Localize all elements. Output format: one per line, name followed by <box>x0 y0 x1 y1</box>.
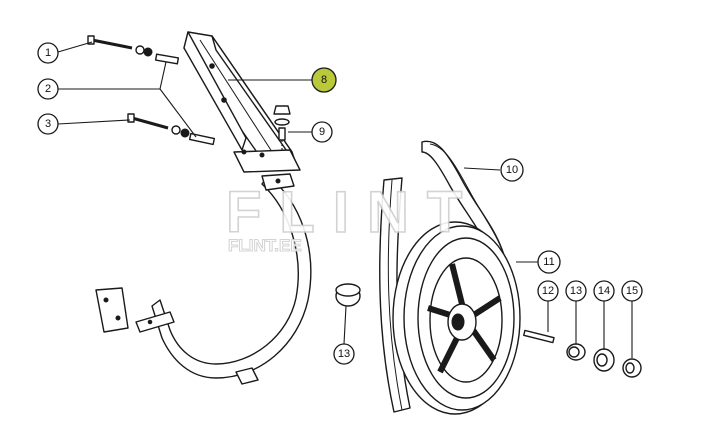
callout-13-left: 13 <box>333 343 355 365</box>
cap-13 <box>335 283 361 307</box>
callout-12: 12 <box>537 280 559 302</box>
callout-8-highlighted: 8 <box>311 67 337 93</box>
watermark-sub: FLINT.EE <box>228 236 302 255</box>
bolt-lower <box>127 113 190 138</box>
callout-2-label: 2 <box>45 83 51 95</box>
watermark-main: FLINT <box>226 180 480 245</box>
callout-9: 9 <box>311 121 333 143</box>
callout-1: 1 <box>37 42 59 64</box>
leader-lines <box>57 41 633 358</box>
support-bracket <box>183 31 301 173</box>
callout-9-label: 9 <box>319 126 325 138</box>
callout-8-label: 8 <box>321 74 327 86</box>
callout-15-label: 15 <box>626 285 638 297</box>
callout-2: 2 <box>37 78 59 100</box>
callout-13-right: 13 <box>565 280 587 302</box>
callout-12-label: 12 <box>542 285 554 297</box>
pulley-wheel <box>392 221 521 415</box>
nut-washer-stack <box>273 105 291 150</box>
callout-14-label: 14 <box>598 285 610 297</box>
bushing <box>622 358 642 378</box>
callout-10: 10 <box>500 158 524 182</box>
callout-3-label: 3 <box>45 118 51 130</box>
callout-13-left-label: 13 <box>338 348 350 360</box>
callout-1-label: 1 <box>45 47 51 59</box>
callout-14: 14 <box>593 280 615 302</box>
hanger-band <box>95 173 312 385</box>
callout-13-right-label: 13 <box>570 285 582 297</box>
callout-11: 11 <box>537 250 561 274</box>
spacer-ring <box>566 343 586 361</box>
key-pin <box>523 329 555 344</box>
callout-10-label: 10 <box>506 164 518 176</box>
watermark: FLINT FLINT.EE <box>225 179 480 255</box>
callout-11-label: 11 <box>543 256 554 268</box>
bolt-upper <box>87 35 153 57</box>
callout-3: 3 <box>37 113 59 135</box>
callout-15: 15 <box>621 280 643 302</box>
bearing <box>593 348 615 372</box>
